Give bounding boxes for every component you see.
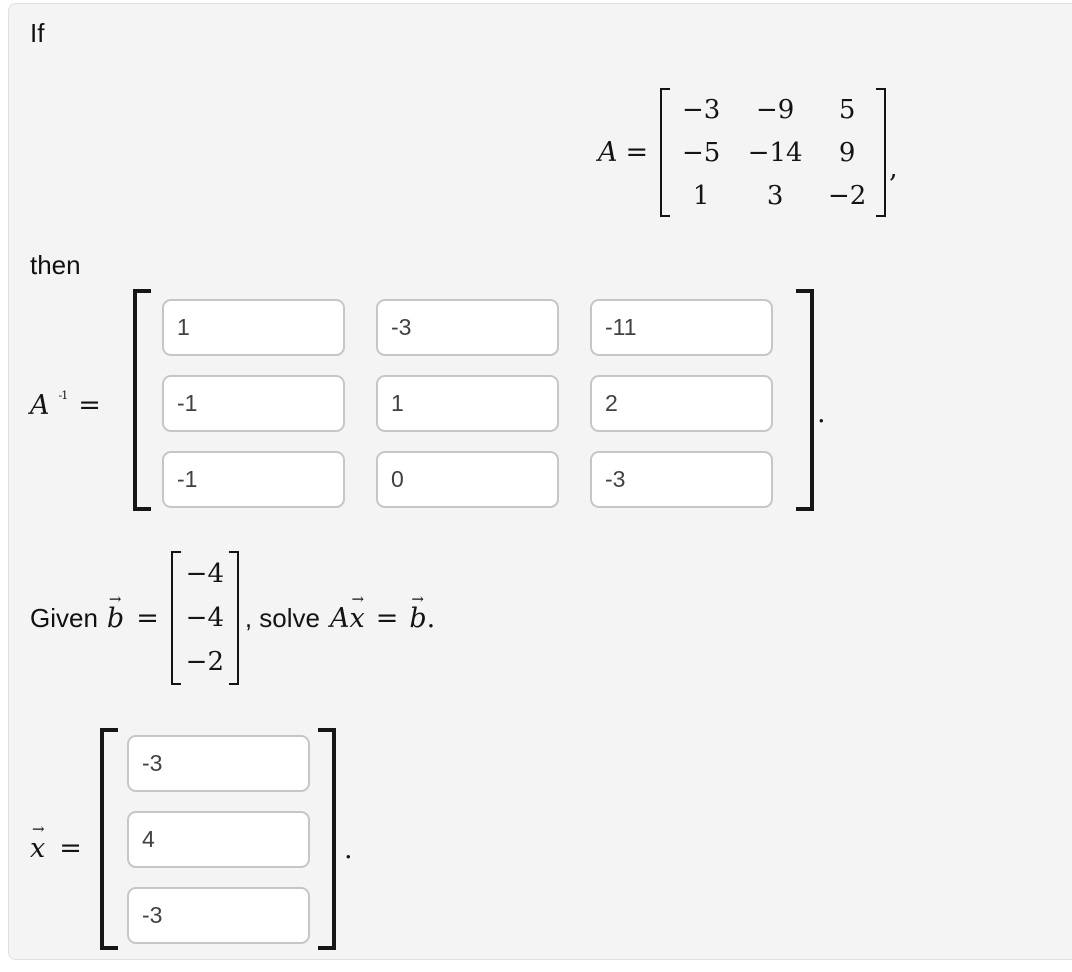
solution-equals: = [59, 833, 82, 864]
vector-arrow-icon: → [351, 589, 365, 608]
inverse-input-r2c1[interactable] [162, 375, 345, 432]
inverse-input-r2c2[interactable] [376, 375, 559, 432]
b-letter: b [409, 602, 427, 634]
matrix-a-display: A = −3 −9 5 −5 −14 9 1 3 −2 , [598, 88, 898, 217]
inverse-input-r3c2[interactable] [376, 451, 559, 508]
solution-vector-inputs [127, 735, 310, 944]
inverse-label-exponent: -1 [58, 389, 69, 402]
equation-ax-b: A → x = → b . [330, 590, 436, 634]
matrix-a-cell: −3 [681, 94, 721, 125]
given-equals: = [136, 602, 159, 634]
inverse-input-r3c1[interactable] [162, 451, 345, 508]
inverse-label-base: A [30, 390, 50, 421]
trailing-comma: , [889, 153, 898, 184]
right-bracket [876, 88, 887, 217]
inverse-equals: = [78, 390, 101, 421]
inverse-input-r2c3[interactable] [590, 375, 773, 432]
left-bracket [133, 289, 151, 511]
b-letter: b [106, 602, 125, 634]
b-vector-symbol: → b [106, 590, 125, 634]
right-bracket [796, 289, 814, 511]
inverse-trailing-period: . [817, 398, 826, 429]
left-bracket [660, 88, 671, 217]
vector-arrow-icon: → [108, 589, 122, 608]
matrix-a-label: A [598, 137, 618, 168]
x-letter: x [349, 602, 365, 634]
matrix-a-cell: 9 [838, 137, 856, 168]
equation-a-letter: A [330, 602, 350, 634]
matrix-a-cell: 3 [766, 180, 784, 211]
x-vector-symbol: → x [349, 590, 365, 634]
matrix-a-equals: = [625, 137, 649, 168]
b-value: −2 [185, 647, 224, 677]
solve-text: , solve [244, 602, 320, 633]
solution-input-r2[interactable] [127, 811, 310, 868]
matrix-a-cell: −5 [681, 137, 721, 168]
matrix-a-cell: 1 [692, 180, 710, 211]
b-vector-symbol: → b [409, 590, 427, 634]
b-value: −4 [185, 603, 224, 633]
solution-trailing-period: . [344, 834, 353, 865]
inverse-input-r3c3[interactable] [590, 451, 773, 508]
matrix-a-cell: −9 [755, 94, 795, 125]
matrix-a-cell: −2 [827, 180, 867, 211]
matrix-a-cell: 5 [838, 94, 856, 125]
right-bracket [228, 551, 239, 685]
solution-input-r3[interactable] [127, 887, 310, 944]
then-text: then [30, 250, 81, 280]
inverse-input-r1c1[interactable] [162, 299, 345, 356]
intro-text: If [30, 18, 45, 48]
b-value: −4 [185, 559, 224, 589]
solution-input-r1[interactable] [127, 735, 310, 792]
inverse-matrix-inputs [162, 299, 773, 508]
matrix-a-values: −3 −9 5 −5 −14 9 1 3 −2 [670, 88, 876, 217]
inverse-input-r1c3[interactable] [590, 299, 773, 356]
matrix-a-cell: −14 [747, 137, 803, 168]
solution-label: → x = [30, 820, 82, 864]
left-bracket [170, 551, 181, 685]
b-vector-values: −4 −4 −2 [181, 552, 229, 684]
equation-period: . [426, 602, 436, 634]
x-vector-symbol: → x [30, 820, 46, 864]
left-bracket [100, 728, 118, 950]
given-statement: Given → b = −4 −4 −2 , solve A → x = → b… [30, 551, 435, 685]
x-letter: x [30, 833, 46, 864]
vector-arrow-icon: → [32, 820, 45, 838]
right-bracket [318, 728, 336, 950]
given-text: Given [30, 602, 98, 633]
vector-arrow-icon: → [411, 589, 424, 608]
inverse-label: A -1 = [30, 389, 101, 421]
inverse-input-r1c2[interactable] [376, 299, 559, 356]
equation-equals: = [375, 602, 399, 634]
